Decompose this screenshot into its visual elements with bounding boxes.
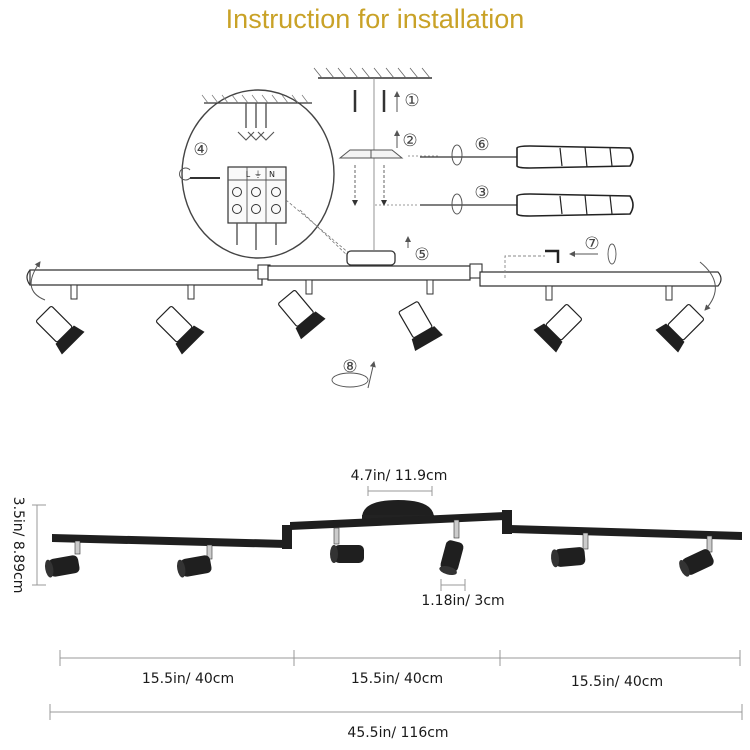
step-1-label: ①: [404, 91, 419, 111]
page-title: Instruction for installation: [225, 4, 525, 34]
rotate-head-icon: [331, 361, 376, 389]
step-3-label: ③: [474, 183, 489, 203]
segment-3-label: 15.5in/ 40cm: [571, 674, 663, 690]
neutral-terminal-label: N: [269, 170, 275, 179]
step-8-label: ⑧: [342, 357, 357, 377]
ground-terminal-label: ⏚: [254, 170, 262, 179]
rotate-arrow-icon: [699, 261, 716, 311]
mounting-bracket: [338, 149, 404, 159]
segment-1-label: 15.5in/ 40cm: [142, 671, 234, 687]
step-numbers: ① ② ③ ④ ⑤ ⑥ ⑦ ⑧: [193, 91, 599, 377]
anchor-screws: [352, 90, 387, 206]
spotlight: [533, 285, 583, 353]
step-4-label: ④: [193, 140, 208, 160]
track-bar: [26, 263, 722, 287]
live-terminal-label: L: [246, 170, 251, 179]
step-2-label: ②: [402, 131, 417, 151]
wiring-detail: L ⏚ N: [179, 89, 335, 259]
total-length-label: 45.5in/ 116cm: [347, 725, 448, 741]
step-5-label: ⑤: [414, 245, 429, 265]
spotlight: [655, 285, 705, 353]
screwdriver-icon: [420, 144, 634, 169]
head-size-label: 1.18in/ 3cm: [421, 593, 504, 609]
spotlight: [155, 284, 205, 355]
height-label: 3.5in/ 8.89cm: [10, 497, 26, 594]
canopy-width-label: 4.7in/ 11.9cm: [351, 468, 448, 484]
dimension-labels: 4.7in/ 11.9cm 3.5in/ 8.89cm 1.18in/ 3cm …: [10, 468, 663, 741]
canopy: [346, 250, 396, 266]
screwdriver-icon: [420, 193, 634, 217]
dimensioned-fixture: [32, 486, 743, 720]
ceiling: [313, 67, 432, 79]
step-7-label: ⑦: [584, 234, 599, 254]
segment-2-label: 15.5in/ 40cm: [351, 671, 443, 687]
spotlight: [278, 279, 326, 340]
rotate-arrow-icon: [30, 261, 46, 301]
spotlight: [35, 284, 85, 355]
spotlight: [398, 279, 443, 351]
step-6-label: ⑥: [474, 135, 489, 155]
